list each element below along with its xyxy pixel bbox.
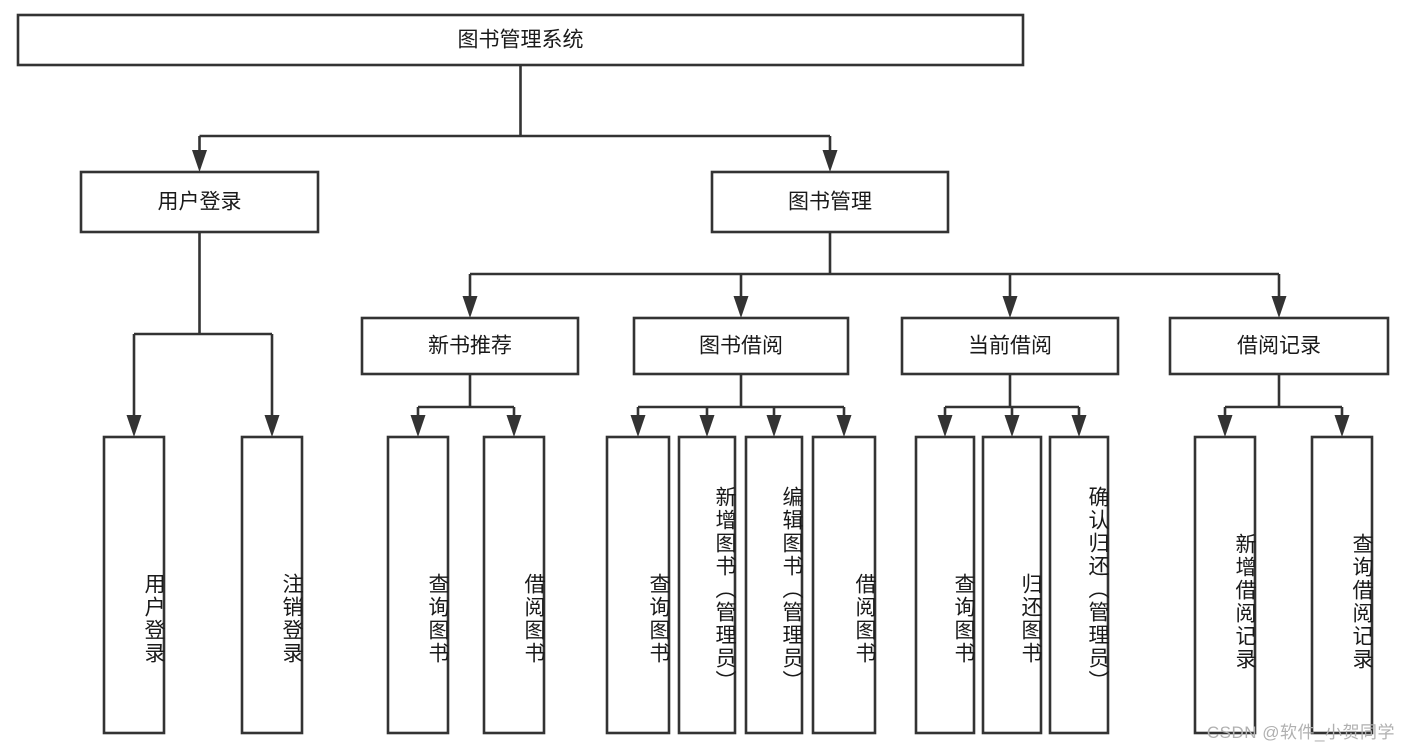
arrow-borrow-leaf3 [766, 415, 782, 437]
node-borrow-record-box[interactable] [1168, 316, 1390, 376]
leaf-box-query-book-recommend[interactable] [386, 435, 450, 735]
leaf-label-query-book-recommend: 查询图书 [426, 573, 449, 665]
node-current-borrow-box[interactable] [900, 316, 1120, 376]
node-borrow-record-label: 借阅记录 [1237, 335, 1321, 358]
leaf-box-borrow-book-recommend[interactable] [482, 435, 546, 735]
leaf-box-query-book-current[interactable] [914, 435, 976, 735]
arrow-current-leaf1 [937, 415, 953, 437]
node-root-box[interactable] [16, 13, 1025, 67]
leaf-label-borrow-book: 借阅图书 [853, 573, 876, 665]
arrow-record-leaf2 [1334, 415, 1350, 437]
arrow-newbook-leaf1 [410, 415, 426, 437]
leaf-label-add-book-admin: 新增图书（管理员） [713, 486, 736, 693]
arrow-borrow-leaf4 [836, 415, 852, 437]
arrow-current-leaf2 [1004, 415, 1020, 437]
arrow-bookmgmt-to-newbook [462, 296, 478, 318]
node-book-management-box[interactable] [710, 170, 950, 234]
arrow-borrow-leaf1 [630, 415, 646, 437]
leaf-label-logout: 注销登录 [280, 573, 303, 665]
nodes-layer: 图书管理系统 用户登录 图书管理 新书推荐 图书借阅 当前借阅 借阅记录 [16, 13, 1390, 735]
arrow-record-leaf1 [1217, 415, 1233, 437]
arrow-borrow-leaf2 [699, 415, 715, 437]
node-user-login-box[interactable] [79, 170, 320, 234]
node-root-label: 图书管理系统 [458, 29, 584, 52]
arrow-bookmgmt-to-current [1002, 296, 1018, 318]
leaf-box-edit-book-admin[interactable] [744, 435, 804, 735]
node-book-management-label: 图书管理 [788, 191, 872, 214]
leaf-label-edit-book-admin: 编辑图书（管理员） [780, 486, 803, 693]
leaf-box-add-borrow-record[interactable] [1193, 435, 1257, 735]
node-current-borrow-label: 当前借阅 [968, 335, 1052, 358]
leaf-box-logout[interactable] [240, 435, 304, 735]
leaf-label-query-book-borrow: 查询图书 [647, 573, 670, 665]
arrow-root-to-user-login [192, 150, 207, 172]
arrow-userlogin-leaf2 [264, 415, 280, 437]
csdn-watermark: CSDN @软件_小贺同学 [1206, 723, 1395, 742]
leaf-label-query-book-current: 查询图书 [952, 573, 975, 665]
node-book-borrow-box[interactable] [632, 316, 850, 376]
leaf-box-user-login[interactable] [102, 435, 166, 735]
node-new-book-recommend-box[interactable] [360, 316, 580, 376]
arrow-bookmgmt-to-borrow [733, 296, 749, 318]
leaf-label-query-borrow-record: 查询借阅记录 [1350, 532, 1373, 671]
arrow-bookmgmt-to-record [1271, 296, 1287, 318]
leaf-box-query-book-borrow[interactable] [605, 435, 671, 735]
leaf-box-borrow-book[interactable] [811, 435, 877, 735]
leaf-box-add-book-admin[interactable] [677, 435, 737, 735]
node-new-book-recommend-label: 新书推荐 [428, 335, 512, 358]
node-user-login-label: 用户登录 [158, 191, 242, 214]
node-book-borrow-label: 图书借阅 [699, 335, 783, 358]
leaf-box-confirm-return-admin[interactable] [1048, 435, 1110, 735]
leaf-box-return-book[interactable] [981, 435, 1043, 735]
leaf-label-borrow-book-recommend: 借阅图书 [522, 573, 545, 665]
leaf-label-return-book: 归还图书 [1019, 573, 1042, 665]
arrow-root-to-book-mgmt [822, 150, 838, 172]
leaf-box-query-borrow-record[interactable] [1310, 435, 1374, 735]
edges-layer [126, 65, 1350, 437]
arrow-newbook-leaf2 [506, 415, 522, 437]
leaf-label-add-borrow-record: 新增借阅记录 [1233, 532, 1256, 671]
leaf-label-user-login: 用户登录 [142, 573, 165, 665]
arrow-userlogin-leaf1 [126, 415, 142, 437]
arrow-current-leaf3 [1071, 415, 1087, 437]
leaf-label-confirm-return-admin: 确认归还（管理员） [1086, 486, 1109, 693]
